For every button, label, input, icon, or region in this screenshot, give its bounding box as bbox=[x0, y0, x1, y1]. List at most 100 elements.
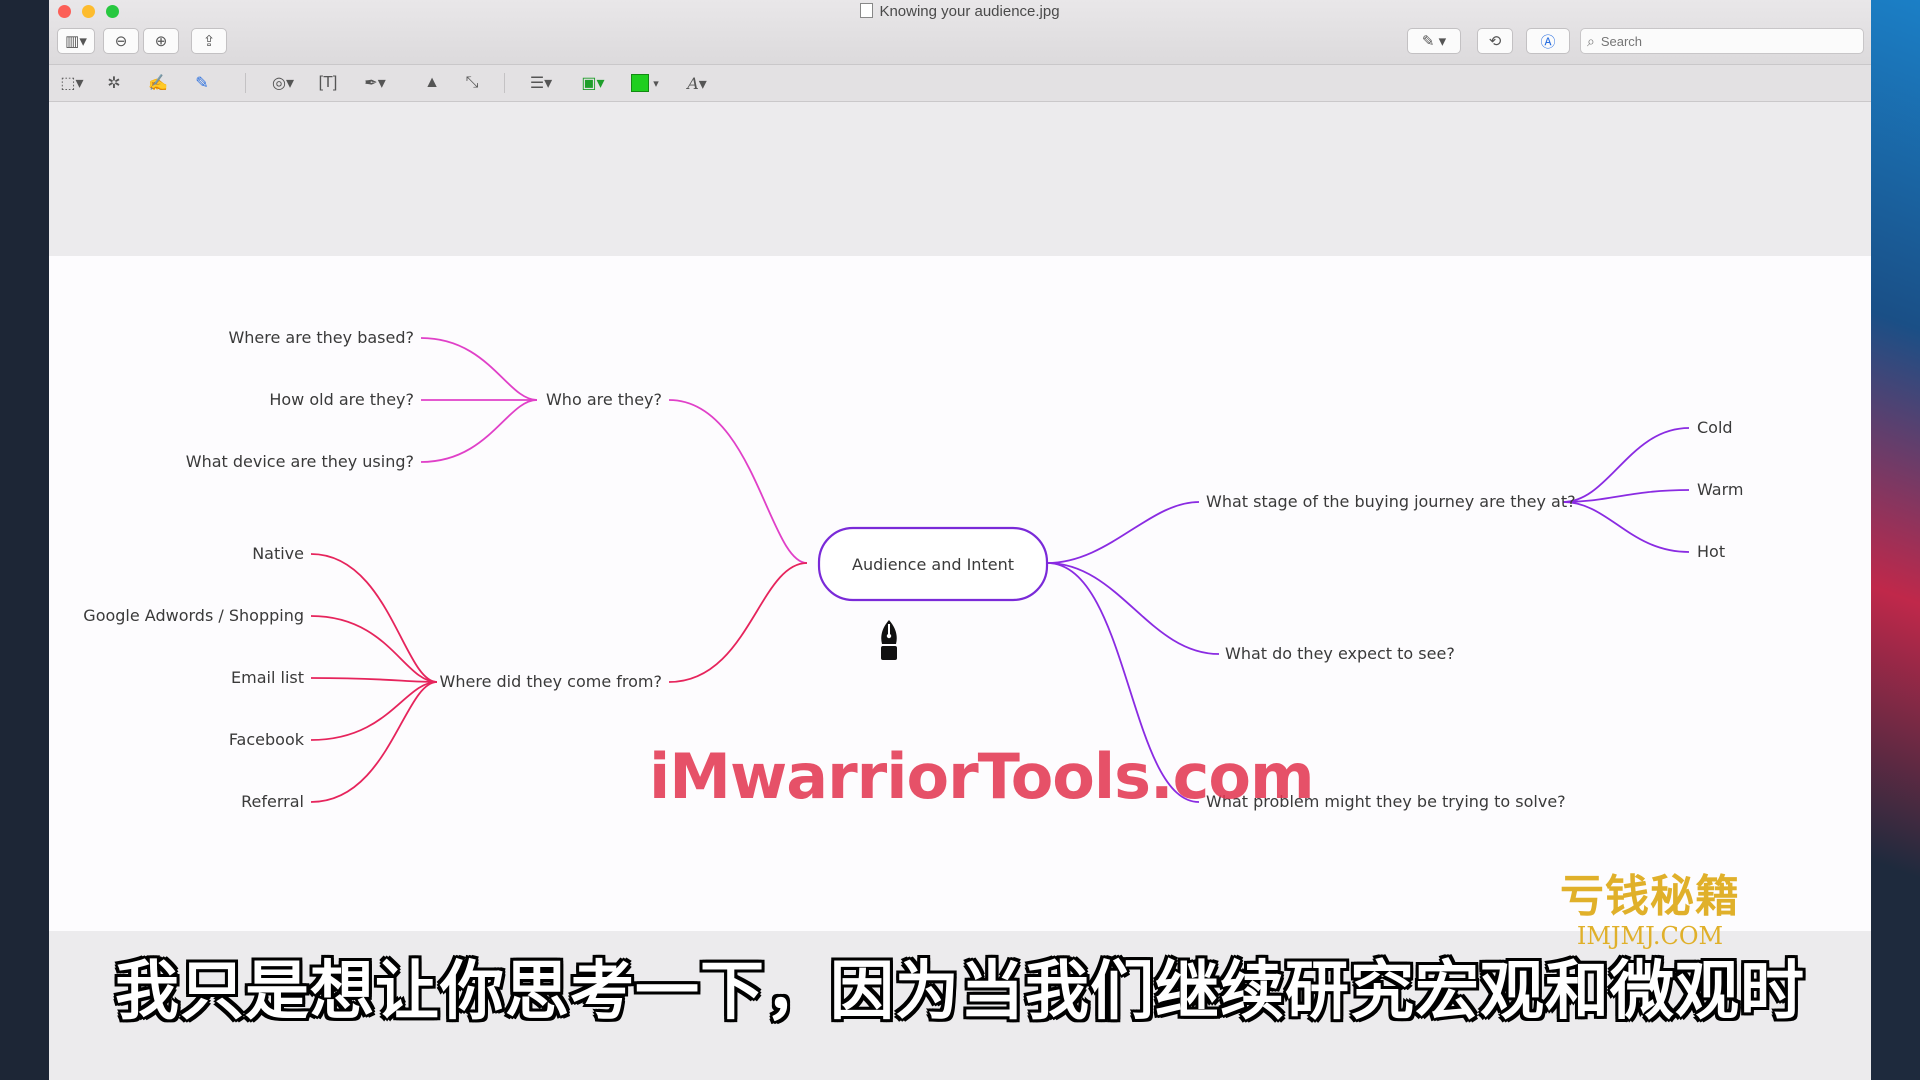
zoom-out-icon: ⊖ bbox=[114, 33, 128, 50]
logo-chinese-text: 亏钱秘籍 bbox=[1560, 872, 1740, 921]
line-style-icon: ☰▾ bbox=[529, 75, 553, 92]
search-field[interactable]: ⌕ bbox=[1580, 28, 1864, 54]
node-where-from: Where did they come from? bbox=[440, 672, 662, 691]
font-icon: A▾ bbox=[687, 73, 707, 93]
search-icon: ⌕ bbox=[1587, 32, 1595, 49]
edge-wf-native bbox=[310, 553, 438, 683]
edge-stage-cold bbox=[1562, 427, 1690, 503]
sign-tool[interactable]: ✒▾ bbox=[353, 70, 397, 96]
window-controls bbox=[58, 5, 119, 18]
rect-select-icon: ⬚▾ bbox=[60, 75, 84, 92]
node-how-old: How old are they? bbox=[269, 390, 414, 409]
edge-wf-facebook bbox=[310, 681, 438, 741]
image-margin-top bbox=[49, 102, 1871, 256]
edge-center-who bbox=[668, 399, 808, 564]
node-email-list: Email list bbox=[231, 668, 304, 687]
title-bar: Knowing your audience.jpg ▥▾ ⊖ ⊕ ⇪ ✎ ▾ ⟲… bbox=[49, 0, 1871, 65]
adjust-size-tool[interactable]: ⤡ bbox=[459, 70, 485, 96]
edge-wf-email bbox=[310, 677, 438, 683]
share-icon: ⇪ bbox=[202, 33, 216, 50]
window-title: Knowing your audience.jpg bbox=[49, 3, 1871, 20]
shapes-tool[interactable]: ◎▾ bbox=[263, 70, 303, 96]
node-referral: Referral bbox=[241, 792, 304, 811]
markup-toolbar: ⬚▾ ✲ ✍ ✎ ◎▾ [T] ✒▾ ▲ ⤡ ☰▾ ▣▾ ▾ A▾ bbox=[49, 65, 1871, 102]
center-node bbox=[817, 526, 1049, 602]
center-node-label: Audience and Intent bbox=[852, 555, 1014, 574]
share-button[interactable]: ⇪ bbox=[191, 28, 227, 54]
pen-cursor-icon bbox=[874, 618, 904, 669]
document-icon bbox=[860, 3, 874, 18]
border-color-icon: ▣▾ bbox=[581, 75, 605, 92]
fill-color-tool[interactable]: ▾ bbox=[627, 70, 663, 96]
selection-tool[interactable]: ⬚▾ bbox=[55, 70, 89, 96]
divider bbox=[504, 73, 505, 93]
adjust-color-icon: ▲ bbox=[424, 74, 440, 91]
rotate-button[interactable]: ⟲ bbox=[1477, 28, 1513, 54]
node-where-based: Where are they based? bbox=[228, 328, 414, 347]
markup-icon: Ⓐ bbox=[1540, 33, 1556, 51]
zoom-in-icon: ⊕ bbox=[154, 33, 168, 50]
sketch-tool[interactable]: ✍ bbox=[145, 70, 171, 96]
edge-who-device bbox=[420, 399, 538, 463]
zoom-button[interactable] bbox=[106, 5, 119, 18]
chevron-down-icon: ▾ bbox=[653, 77, 659, 90]
watermark-text: iMwarriorTools.com bbox=[649, 740, 1315, 813]
rotate-icon: ⟲ bbox=[1488, 33, 1502, 50]
node-warm: Warm bbox=[1697, 480, 1743, 499]
node-who: Who are they? bbox=[546, 390, 662, 409]
fill-color-icon bbox=[631, 74, 650, 92]
search-input[interactable] bbox=[1598, 32, 1843, 50]
preview-window: Knowing your audience.jpg ▥▾ ⊖ ⊕ ⇪ ✎ ▾ ⟲… bbox=[49, 0, 1871, 1080]
node-native: Native bbox=[252, 544, 304, 563]
logo-domain-text: IMJMJ.COM bbox=[1576, 922, 1724, 950]
sidebar-toggle-button[interactable]: ▥▾ bbox=[57, 28, 95, 54]
sketch-icon: ✍ bbox=[148, 75, 168, 92]
edge-who-based bbox=[420, 337, 538, 401]
draw-icon: ✎ bbox=[195, 75, 209, 92]
mind-map: Audience and Intent Who are they? Where … bbox=[83, 328, 1743, 811]
zoom-in-button[interactable]: ⊕ bbox=[143, 28, 179, 54]
node-hot: Hot bbox=[1697, 542, 1725, 561]
magic-wand-icon: ✲ bbox=[107, 75, 121, 92]
node-buying-stage: What stage of the buying journey are the… bbox=[1206, 492, 1576, 511]
edge-stage-hot bbox=[1562, 501, 1690, 553]
shapes-icon: ◎▾ bbox=[272, 75, 294, 92]
resize-icon: ⤡ bbox=[465, 74, 479, 91]
node-device: What device are they using? bbox=[186, 452, 414, 471]
markup-toolbar-button[interactable]: Ⓐ bbox=[1526, 28, 1570, 54]
sidebar-icon: ▥▾ bbox=[65, 33, 87, 50]
text-tool[interactable]: [T] bbox=[315, 70, 341, 96]
image-canvas: Audience and Intent Who are they? Where … bbox=[49, 256, 1871, 931]
image-margin-bottom bbox=[49, 931, 1871, 1080]
video-subtitle: 我只是想让你思考一下，因为当我们继续研究宏观和微观时 bbox=[115, 955, 1805, 1027]
node-cold: Cold bbox=[1697, 418, 1733, 437]
window-title-text: Knowing your audience.jpg bbox=[879, 3, 1060, 20]
text-box-icon: [T] bbox=[318, 74, 338, 91]
markup-pen-button[interactable]: ✎ ▾ bbox=[1407, 28, 1461, 54]
pen-icon: ✎ ▾ bbox=[1421, 33, 1447, 50]
edge-center-problem bbox=[1046, 562, 1200, 803]
shape-style-tool[interactable]: ☰▾ bbox=[523, 70, 559, 96]
border-color-tool[interactable]: ▣▾ bbox=[575, 70, 611, 96]
edge-center-stage bbox=[1046, 501, 1200, 564]
edge-center-expect bbox=[1046, 562, 1220, 655]
node-facebook: Facebook bbox=[229, 730, 305, 749]
edge-wf-referral bbox=[310, 681, 438, 803]
zoom-out-button[interactable]: ⊖ bbox=[103, 28, 139, 54]
signature-icon: ✒▾ bbox=[364, 75, 386, 92]
node-adwords: Google Adwords / Shopping bbox=[83, 606, 304, 625]
edge-stage-warm bbox=[1562, 489, 1690, 503]
edge-center-wherefrom bbox=[668, 562, 808, 683]
node-problem: What problem might they be trying to sol… bbox=[1206, 792, 1566, 811]
edge-wf-adwords bbox=[310, 615, 438, 683]
site-logo: 亏钱秘籍 IMJMJ.COM bbox=[1560, 860, 1740, 950]
minimize-button[interactable] bbox=[82, 5, 95, 18]
node-expect: What do they expect to see? bbox=[1225, 644, 1455, 663]
divider bbox=[245, 73, 246, 93]
desktop-background bbox=[1870, 0, 1920, 1080]
adjust-color-tool[interactable]: ▲ bbox=[419, 70, 445, 96]
draw-tool[interactable]: ✎ bbox=[189, 70, 215, 96]
instant-alpha-tool[interactable]: ✲ bbox=[101, 70, 127, 96]
text-style-tool[interactable]: A▾ bbox=[679, 70, 715, 96]
close-button[interactable] bbox=[58, 5, 71, 18]
